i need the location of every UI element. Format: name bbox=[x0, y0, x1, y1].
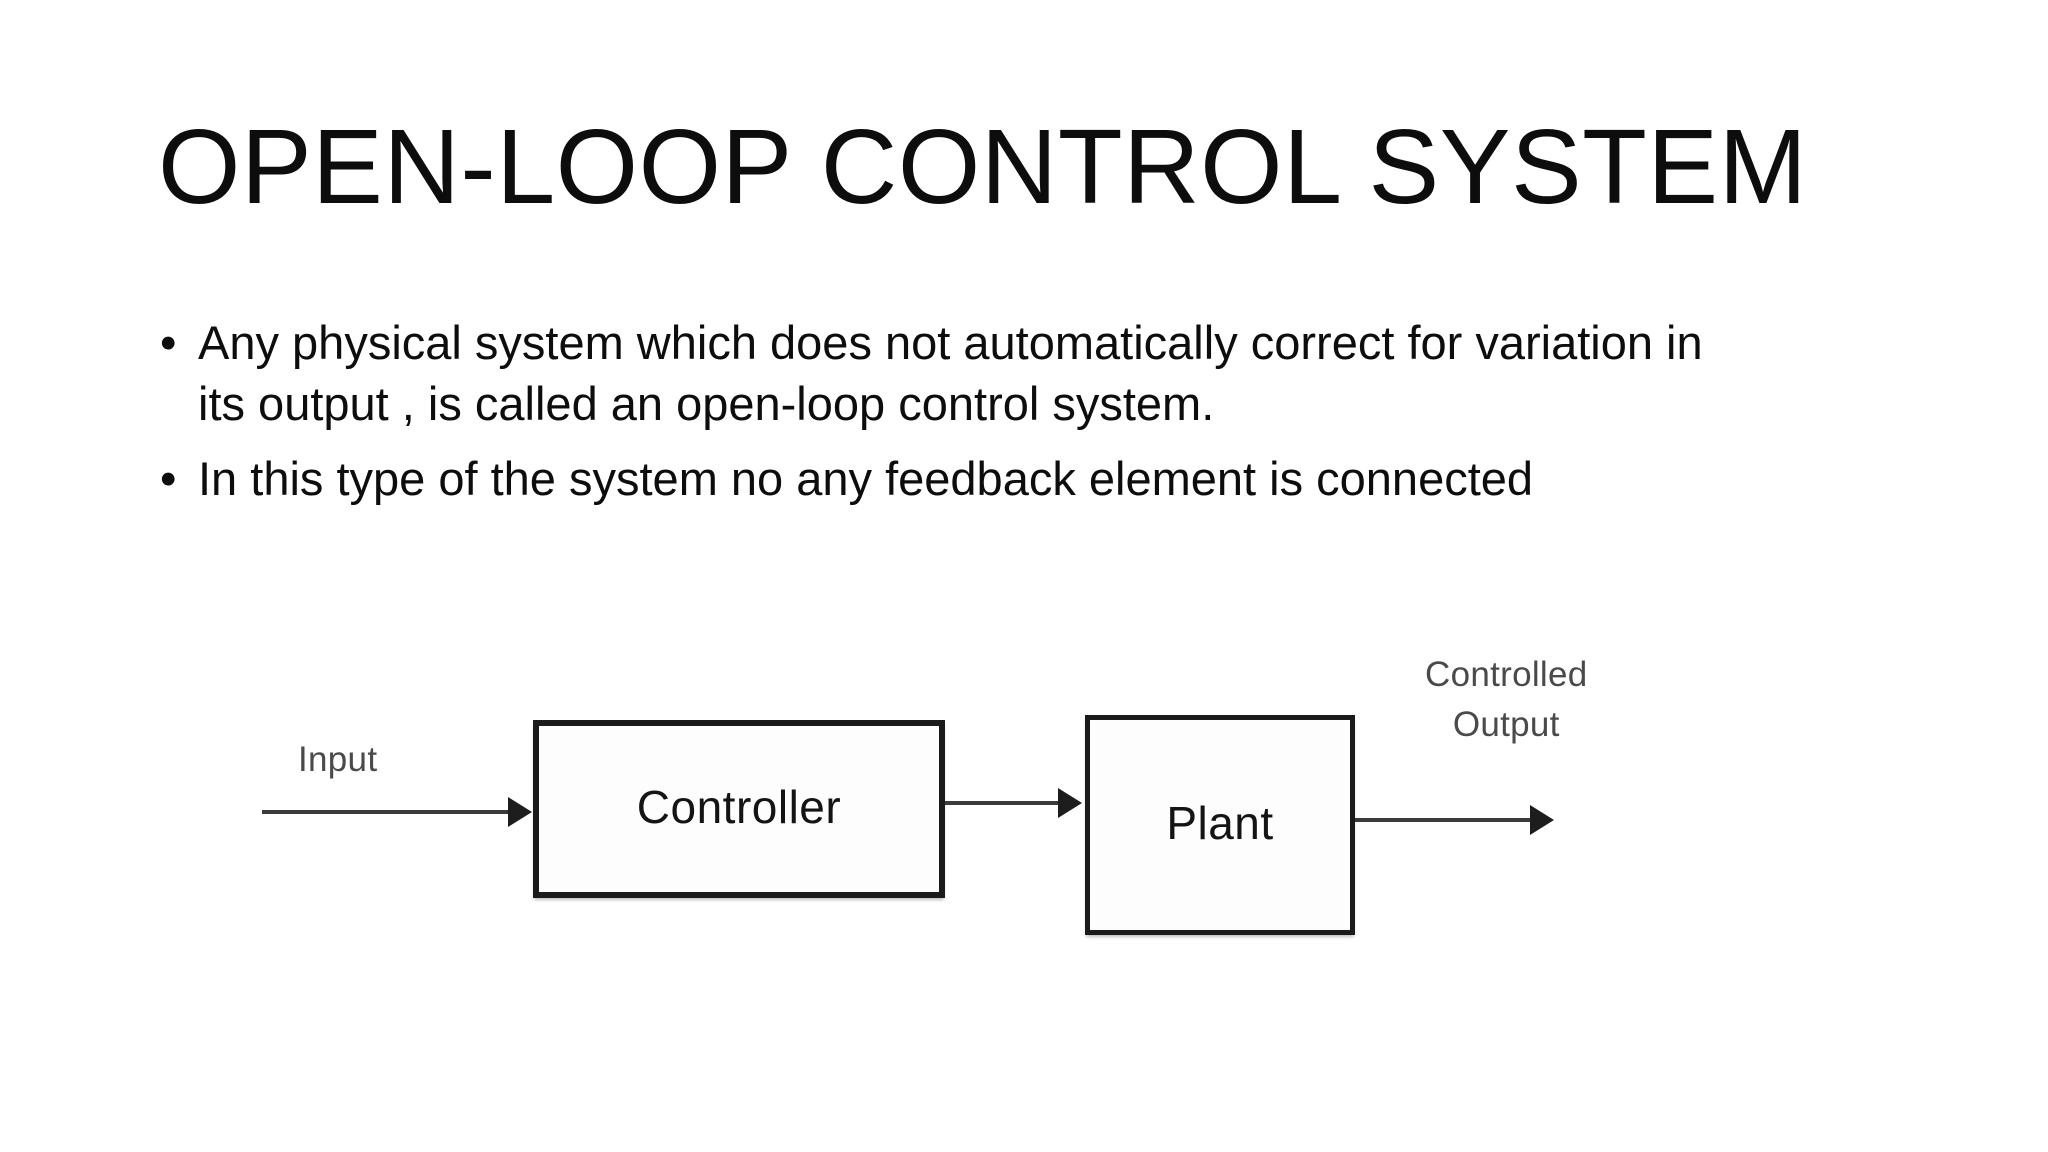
diagram-block-controller-label: Controller bbox=[636, 781, 842, 833]
diagram-block-controller: Controller bbox=[533, 720, 945, 898]
list-item: • In this type of the system no any feed… bbox=[150, 448, 1850, 509]
input-arrow-line bbox=[262, 810, 514, 814]
open-loop-block-diagram: Input Controller Plant Controlled Output bbox=[240, 610, 1640, 970]
diagram-label-input: Input bbox=[298, 740, 378, 779]
bullet-text: Any physical system which does not autom… bbox=[198, 316, 1703, 431]
diagram-canvas: Input Controller Plant Controlled Output bbox=[240, 610, 1640, 970]
bullet-marker-icon: • bbox=[160, 452, 177, 506]
list-item: • Any physical system which does not aut… bbox=[150, 312, 1850, 434]
page-title: OPEN-LOOP CONTROL SYSTEM bbox=[158, 108, 1808, 226]
bullet-list: • Any physical system which does not aut… bbox=[150, 312, 1850, 523]
controller-to-plant-arrow-line bbox=[945, 801, 1063, 805]
diagram-block-plant: Plant bbox=[1085, 715, 1355, 935]
diagram-label-controlled-output-line1: Controlled bbox=[1425, 655, 1588, 694]
output-arrow-line bbox=[1355, 818, 1537, 822]
bullet-marker-icon: • bbox=[160, 316, 177, 369]
controller-to-plant-arrow-head-icon bbox=[1058, 788, 1082, 818]
diagram-label-controlled-output-line2: Output bbox=[1452, 704, 1560, 744]
diagram-block-plant-label: Plant bbox=[1166, 797, 1274, 849]
input-arrow-head-icon bbox=[508, 797, 532, 827]
output-arrow-head-icon bbox=[1530, 805, 1554, 835]
diagram-label-controlled-output: Controlled Output bbox=[1425, 650, 1588, 749]
bullet-text: In this type of the system no any feedba… bbox=[198, 452, 1534, 506]
